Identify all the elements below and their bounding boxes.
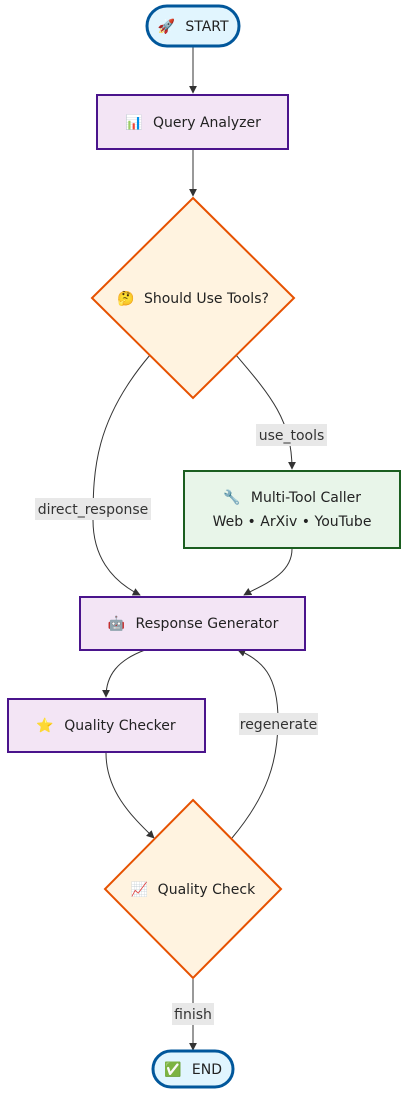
node-label: Query Analyzer xyxy=(153,115,261,131)
edge-tool-caller-to-response-generator xyxy=(243,548,293,596)
node-quality-checker: ⭐ Quality Checker xyxy=(7,698,206,753)
process-shape xyxy=(79,596,306,651)
edge-direct-response xyxy=(92,354,151,596)
thinking-face-icon: 🤔 xyxy=(117,290,134,307)
svg-text:⭐ Quality Checker: ⭐ Quality Checker xyxy=(36,717,176,734)
terminal-shape xyxy=(145,4,241,48)
rocket-icon: 🚀 xyxy=(157,18,175,35)
decision-shape xyxy=(90,196,296,400)
node-query-analyzer: 📊 Query Analyzer xyxy=(96,94,289,150)
process-shape xyxy=(7,698,206,753)
bar-chart-icon: 📊 xyxy=(125,114,142,131)
edge-label-bg xyxy=(35,498,151,520)
svg-text:🚀 START: 🚀 START xyxy=(157,18,229,35)
node-should-use-tools: 🤔 Should Use Tools? xyxy=(90,196,296,400)
svg-text:direct_response: direct_response xyxy=(38,502,149,518)
wrench-icon: 🔧 xyxy=(223,488,240,506)
svg-text:use_tools: use_tools xyxy=(259,428,325,444)
edge-quality-checker-to-quality-check xyxy=(105,752,155,839)
robot-icon: 🤖 xyxy=(108,615,125,632)
decision-shape xyxy=(103,798,283,980)
edge-use-tools xyxy=(235,354,296,470)
svg-text:regenerate: regenerate xyxy=(240,717,318,733)
svg-text:📊 Query Analyzer: 📊 Query Analyzer xyxy=(125,114,261,131)
edge-label-direct-response: direct_response xyxy=(35,498,151,520)
svg-text:🤖 Response Generator: 🤖 Response Generator xyxy=(108,615,279,632)
edge-regenerate xyxy=(231,649,279,839)
svg-text:finish: finish xyxy=(174,1007,212,1023)
node-quality-check: 📈 Quality Check xyxy=(103,798,283,980)
edge-label-finish: finish xyxy=(172,1003,214,1025)
node-label: Quality Check xyxy=(158,882,256,898)
star-icon: ⭐ xyxy=(36,717,53,734)
edge-label-bg xyxy=(239,713,318,735)
node-sublabel: Web • ArXiv • YouTube xyxy=(213,514,372,530)
process-shape xyxy=(96,94,289,150)
edge-label-regenerate: regenerate xyxy=(239,713,318,735)
edge-label-bg xyxy=(172,1003,214,1025)
node-label: Should Use Tools? xyxy=(144,291,269,307)
svg-text:🔧 Multi-Tool Caller: 🔧 Multi-Tool Caller xyxy=(223,488,361,506)
node-start: 🚀 START xyxy=(145,4,241,48)
node-end: ✅ END xyxy=(151,1049,235,1089)
svg-text:📈 Quality Check: 📈 Quality Check xyxy=(131,881,256,898)
edge-label-use-tools: use_tools xyxy=(256,424,327,446)
svg-text:🤔 Should Use Tools?: 🤔 Should Use Tools? xyxy=(117,290,269,307)
node-label: END xyxy=(192,1062,222,1078)
chart-increasing-icon: 📈 xyxy=(131,881,148,898)
node-multi-tool-caller: 🔧 Multi-Tool Caller Web • ArXiv • YouTub… xyxy=(183,470,401,549)
check-mark-icon: ✅ xyxy=(164,1061,181,1078)
edge-label-bg xyxy=(256,424,327,446)
node-label: START xyxy=(185,19,229,35)
node-label: Response Generator xyxy=(136,616,279,632)
svg-text:✅ END: ✅ END xyxy=(164,1061,222,1078)
tool-shape xyxy=(183,470,401,549)
node-response-generator: 🤖 Response Generator xyxy=(79,596,306,651)
edge-response-generator-to-quality-checker xyxy=(102,649,146,698)
node-label: Multi-Tool Caller xyxy=(251,490,361,506)
terminal-shape xyxy=(151,1049,235,1089)
node-label: Quality Checker xyxy=(64,718,176,734)
